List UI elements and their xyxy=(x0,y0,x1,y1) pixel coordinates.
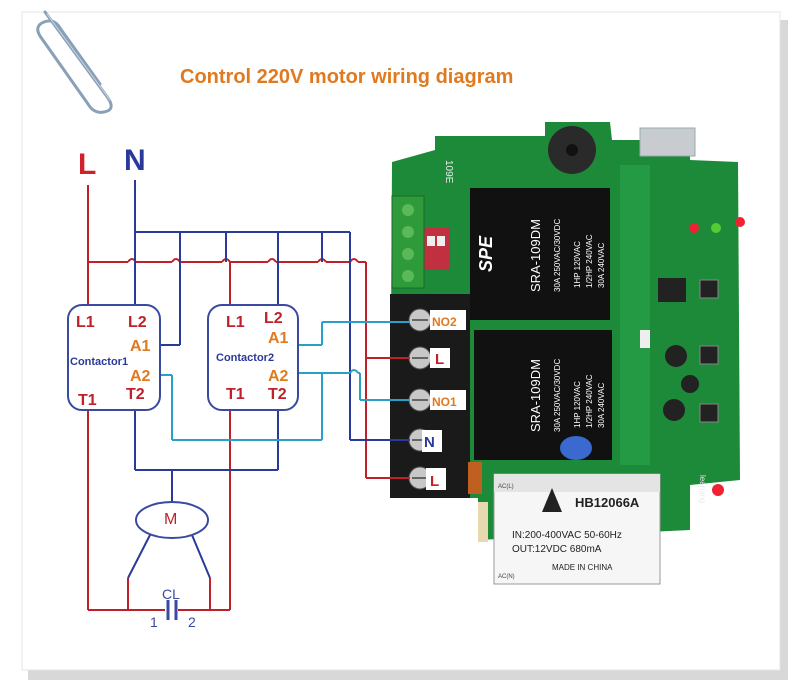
fuse xyxy=(468,462,482,494)
led-indicators xyxy=(689,217,745,496)
relay-1 xyxy=(470,188,610,320)
c2-l1-label: L1 xyxy=(226,314,245,331)
capacitor-label: CL xyxy=(162,586,180,602)
relay-2-spec1: 30A 250VAC/30VDC xyxy=(553,359,562,432)
c1-l2-label: L2 xyxy=(128,314,147,331)
relay-2-spec2: 1HP 120VAC xyxy=(573,381,582,428)
c2-l2-label: L2 xyxy=(264,310,283,327)
terminal-no2-label: NO2 xyxy=(432,315,457,329)
relay-2-model: SRA-109DM xyxy=(528,359,543,432)
motor-symbol xyxy=(135,501,209,539)
blue-capacitor xyxy=(560,436,592,460)
controller-board: SPE SRA-109DM 30A 250VAC/30VDC 1HP 120VA… xyxy=(390,122,745,585)
c2-t1-label: T1 xyxy=(226,386,245,403)
c1-name-label: Contactor1 xyxy=(70,356,129,368)
power-module-output: OUT:12VDC 680mA xyxy=(512,544,602,555)
terminal-no1-label: NO1 xyxy=(432,395,457,409)
relay-1-brand: SPE xyxy=(476,235,496,272)
relay-2-spec4: 30A 240VAC xyxy=(597,383,606,428)
push-buttons xyxy=(699,279,719,423)
capacitor-pin1-label: 1 xyxy=(150,614,158,630)
power-module xyxy=(493,473,661,585)
neutral-wires xyxy=(127,180,410,579)
relay-1-model: SRA-109DM xyxy=(528,219,543,292)
c2-a1-label: A1 xyxy=(268,330,289,347)
terminal-tags xyxy=(422,310,466,490)
c1-l1-label: L1 xyxy=(76,314,95,331)
diagram-title: Control 220V motor wiring diagram xyxy=(180,66,514,88)
learning-label: learning xyxy=(698,475,707,503)
contactor-2-box xyxy=(207,304,299,411)
terminal-l2-label: L xyxy=(430,473,439,490)
supply-neutral-label: N xyxy=(124,144,146,177)
power-module-model: HB12066A xyxy=(575,495,640,510)
c1-t1-label: T1 xyxy=(78,392,97,409)
paperclip-icon xyxy=(36,10,113,114)
capacitor-pin2-label: 2 xyxy=(188,614,196,630)
c1-a2-label: A2 xyxy=(130,368,151,385)
contactor-1-box xyxy=(67,304,161,411)
motor-label: M xyxy=(164,511,178,528)
chip xyxy=(658,278,686,302)
power-module-acl: AC(L) xyxy=(498,484,514,490)
relay-2-spec3: 1/2HP 240VAC xyxy=(585,374,594,428)
relay-1-spec2: 1HP 120VAC xyxy=(573,241,582,288)
module-logo-icon xyxy=(542,488,562,512)
c1-t2-label: T2 xyxy=(126,386,145,403)
c2-a2-label: A2 xyxy=(268,368,289,385)
power-module-acn: AC(N) xyxy=(498,574,515,580)
power-module-origin: MADE IN CHINA xyxy=(552,563,613,572)
terminal-l1-label: L xyxy=(435,351,444,368)
capacitor-symbol xyxy=(166,600,178,620)
power-module-input: IN:200-400VAC 50-60Hz xyxy=(512,530,622,541)
c2-name-label: Contactor2 xyxy=(216,352,275,364)
board-code: 109E xyxy=(443,160,454,184)
supply-line-label: L xyxy=(78,148,97,181)
relay-1-spec1: 30A 250VAC/30VDC xyxy=(553,219,562,292)
electrolytic-capacitors xyxy=(663,345,699,421)
terminal-n-label: N xyxy=(424,434,435,451)
relay-2 xyxy=(474,330,612,460)
dip-switch xyxy=(422,228,450,270)
relay-1-spec4: 30A 240VAC xyxy=(597,243,606,288)
relay-1-spec3: 1/2HP 240VAC xyxy=(585,234,594,288)
control-wires xyxy=(160,321,410,441)
pcb-metal-tab xyxy=(639,127,696,157)
pcb-antenna-strip xyxy=(620,165,650,465)
c1-a1-label: A1 xyxy=(130,338,151,355)
c2-t2-label: T2 xyxy=(268,386,287,403)
resistor xyxy=(478,502,488,542)
